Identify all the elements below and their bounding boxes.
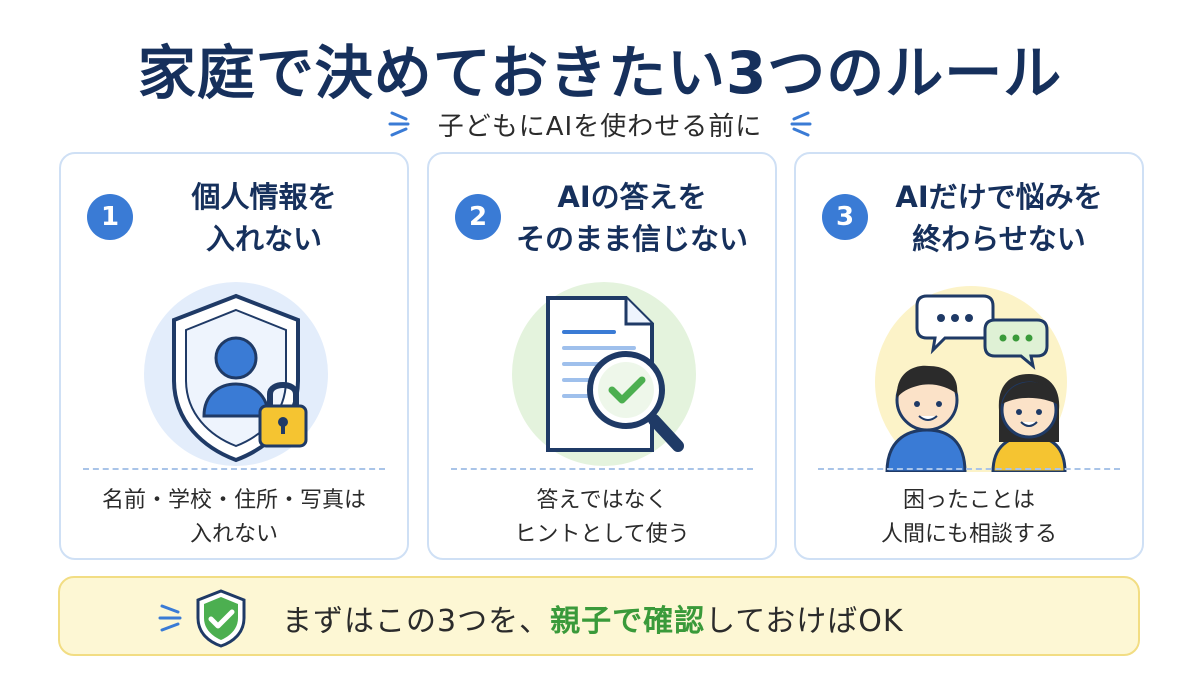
rule-card-3: 3 AIだけで悩みを 終わらせない 困ったことは <box>794 152 1144 560</box>
footer-text-before: まずはこの3つを、 <box>282 604 551 639</box>
card-title-line: AIだけで悩みを <box>895 180 1103 214</box>
sparkle-right-icon <box>790 111 812 137</box>
page-title: 家庭で決めておきたい3つのルール <box>137 39 1063 107</box>
card-divider <box>83 468 385 470</box>
people-talking-icon <box>875 286 1067 472</box>
rule-number-badge: 3 <box>822 194 868 240</box>
card-header: 3 AIだけで悩みを 終わらせない <box>796 176 1142 276</box>
footer-text-after: しておけばOK <box>705 604 904 639</box>
card-title-line: AIの答えを <box>557 180 707 214</box>
footer-message: まずはこの3つを、親子で確認しておけばOK <box>282 596 904 640</box>
sparkle-icon <box>158 604 182 632</box>
sparkle-left-icon <box>388 111 410 137</box>
subtitle: 子どもにAIを使わせる前に <box>437 111 763 142</box>
card-title: AIだけで悩みを 終わらせない <box>866 176 1132 260</box>
card-note-line: 名前・学校・住所・写真は <box>101 488 366 513</box>
card-note-line: 答えではなく <box>536 488 668 513</box>
rule-card-2: 2 AIの答えを そのまま信じない 答えではなく ヒントとして使う <box>427 152 777 560</box>
rule-card-1: 1 個人情報を 入れない 名前・学校・住所・写真は 入れない <box>59 152 409 560</box>
card-divider <box>451 468 753 470</box>
card-title-line: そのまま信じない <box>515 222 748 256</box>
rule-number-badge: 1 <box>87 194 133 240</box>
shield-check-icon <box>196 589 246 648</box>
card-title: AIの答えを そのまま信じない <box>499 176 765 260</box>
card-title: 個人情報を 入れない <box>131 176 397 260</box>
document-magnifier-icon <box>512 282 696 466</box>
card-note: 答えではなく ヒントとして使う <box>429 484 775 552</box>
card-header: 2 AIの答えを そのまま信じない <box>429 176 775 276</box>
card-divider <box>818 468 1120 470</box>
footer-text-highlight: 親子で確認 <box>550 604 706 639</box>
card-title-line: 個人情報を <box>191 180 337 214</box>
card-header: 1 個人情報を 入れない <box>61 176 407 276</box>
card-note-line: 人間にも相談する <box>880 522 1057 547</box>
card-note-line: 困ったことは <box>902 488 1035 513</box>
shield-lock-icon <box>144 282 328 466</box>
card-note-line: 入れない <box>189 522 278 547</box>
card-note-line: ヒントとして使う <box>514 522 690 547</box>
card-note: 名前・学校・住所・写真は 入れない <box>61 484 407 552</box>
card-title-line: 終わらせない <box>912 222 1086 256</box>
subtitle-row: 子どもにAIを使わせる前に <box>0 104 1200 144</box>
rule-number-badge: 2 <box>455 194 501 240</box>
footer-banner: まずはこの3つを、親子で確認しておけばOK <box>58 576 1140 656</box>
card-note: 困ったことは 人間にも相談する <box>796 484 1142 552</box>
card-title-line: 入れない <box>205 222 322 256</box>
